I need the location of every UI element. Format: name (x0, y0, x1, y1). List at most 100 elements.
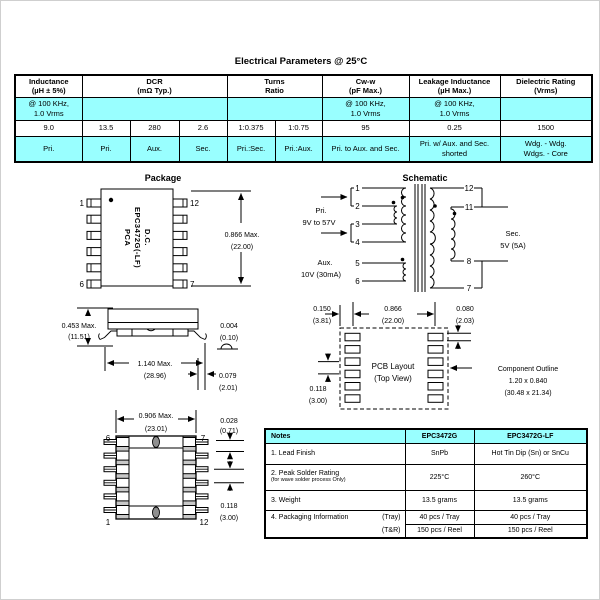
package-title: Package (145, 173, 182, 183)
schematic-pin-label: 1 (355, 184, 360, 193)
pin1-indicator-dot (108, 197, 114, 203)
params-cell-r1-c2 (226, 96, 323, 121)
notes-cell-r0-c1: EPC3472G (404, 428, 475, 444)
mounting-oval (152, 506, 160, 519)
dim-text: (11.51) (68, 334, 90, 341)
mounting-oval (152, 436, 160, 448)
primary-label: Pri. (315, 206, 326, 215)
package-pin-label: 6 (80, 280, 85, 289)
params-cell-r3-c8: Wdg. - Wdg. Wdgs. - Core (499, 135, 593, 163)
bottom-pin-label: 12 (200, 518, 209, 527)
notes-cell-r4-c0: 4. Packaging Information(Tray)(T&R) (264, 509, 406, 538)
schematic-pin-label: 5 (355, 259, 360, 268)
notes-cell-r5-c0: 150 pcs / Reel (404, 523, 475, 539)
pcb-dimensions: 0.150 (3.81) 0.866 (22.00) 0.080 (2.03) … (309, 302, 558, 405)
primary-voltage: 9V to 57V (303, 218, 336, 227)
transformer-windings (391, 184, 457, 292)
dim-text: 0.118 (221, 503, 238, 510)
schematic-pin-label: 12 (465, 184, 474, 193)
component-outline-size-mm: (30.48 x 21.34) (504, 390, 551, 397)
bottom-pin-stubs (103, 439, 209, 513)
dim-text: (0.10) (220, 335, 238, 342)
package-pin-label: 12 (190, 199, 199, 208)
schematic-pin-label: 4 (355, 238, 360, 247)
dim-text: (22.00) (231, 244, 253, 251)
schematic-drawing: Schematic 1 2 (301, 173, 526, 293)
params-cell-r1-c3: @ 100 KHz, 1.0 Vrms (321, 96, 410, 121)
dim-text: (0.71) (220, 428, 238, 435)
dim-text: 0.866 (384, 306, 402, 313)
polarity-dot (391, 200, 396, 205)
notes-cell-r3-c0: 3. Weight (264, 489, 406, 511)
side-body (107, 308, 199, 330)
pcb-pads (344, 332, 444, 403)
transformer-core (414, 184, 426, 292)
notes-cell-r4-c1: 40 pcs / Tray (404, 509, 475, 525)
params-cell-r0-c1: DCR (mΩ Typ.) (81, 74, 228, 98)
polarity-dot (433, 204, 437, 208)
schematic-pin-label: 6 (355, 277, 360, 286)
dim-text: (28.96) (144, 373, 166, 380)
dim-text: (3.00) (309, 398, 327, 405)
params-cell-r3-c6: Pri. to Aux. and Sec. (321, 135, 410, 163)
gull-wing-leads (98, 330, 207, 340)
side-height-dimension: 0.453 Max. (11.51) (62, 307, 113, 347)
dim-text: 0.866 Max. (225, 232, 260, 239)
dim-text: 0.028 (220, 418, 238, 425)
schematic-wires (321, 187, 508, 289)
dim-text: 0.079 (219, 373, 237, 380)
dim-text: (2.01) (219, 385, 237, 392)
page-title: Electrical Parameters @ 25°C (234, 56, 368, 67)
schematic-pin-label: 2 (355, 202, 360, 211)
aux-winding (402, 262, 407, 282)
electrical-parameters-table: Inductance (µH ± 5%)DCR (mΩ Typ.)Turns R… (14, 74, 593, 163)
params-cell-r0-c4: Leakage Inductance (µH Max.) (408, 74, 501, 98)
params-cell-r3-c7: Pri. w/ Aux. and Sec. shorted (408, 135, 501, 163)
chip-marking-text: PCA EPC3472G(-LF) D.C. (123, 206, 152, 269)
secondary-inner-winding (450, 207, 456, 261)
params-cell-r1-c4: @ 100 KHz, 1.0 Vrms (408, 96, 501, 121)
schematic-pin-label: 11 (465, 203, 474, 212)
notes-cell-r2-c2: 260°C (473, 463, 588, 491)
params-cell-r3-c0: Pri. (14, 135, 83, 163)
dim-text: (2.03) (456, 318, 474, 325)
dim-text: 0.150 (313, 306, 331, 313)
package-body (100, 188, 174, 287)
component-outline-size: 1.20 x 0.840 (509, 378, 548, 385)
params-cell-r3-c5: Pri.:Aux. (274, 135, 323, 163)
params-cell-r1-c0: @ 100 KHz, 1.0 Vrms (14, 96, 83, 121)
polarity-dot (400, 195, 405, 200)
secondary-rating: 5V (5A) (500, 241, 526, 250)
primary-tap-winding (393, 205, 398, 225)
bottom-pin-label: 7 (201, 434, 206, 443)
dim-text: 0.004 (220, 323, 238, 330)
dim-text: (23.01) (145, 426, 167, 433)
params-cell-r3-c4: Pri.:Sec. (226, 135, 276, 163)
notes-cell-r0-c0: Notes (264, 428, 406, 444)
dim-text: 0.080 (456, 306, 474, 313)
bottom-body (115, 435, 197, 520)
package-pins (86, 198, 188, 289)
params-cell-r3-c1: Pri. (81, 135, 131, 163)
core-window (128, 447, 184, 507)
dim-text: 0.453 Max. (62, 323, 97, 330)
dim-text: 1.140 Max. (138, 361, 173, 368)
aux-rating: 10V (30mA) (301, 270, 342, 279)
lead-length-dimension: 0.079 (2.01) (188, 371, 237, 392)
polarity-dot (452, 211, 457, 216)
bottom-pin-slots (116, 437, 196, 515)
schematic-pin-label: 8 (467, 257, 472, 266)
notes-cell-r2-c0: 2. Peak Solder Rating(for wave solder pr… (264, 463, 406, 491)
package-height-dimension: 0.866 Max. (22.00) (191, 190, 260, 287)
pcb-label: (Top View) (374, 374, 412, 383)
params-cell-r3-c2: Aux. (129, 135, 180, 163)
component-outline-label: Component Outline (498, 366, 558, 373)
component-outline-box (339, 327, 449, 410)
standoff-dimension: 0.004 (0.10) (217, 323, 238, 350)
side-width-dimension: 1.140 Max. (28.96) (104, 343, 206, 390)
pcb-label: PCB Layout (372, 362, 415, 371)
primary-winding (401, 187, 407, 243)
